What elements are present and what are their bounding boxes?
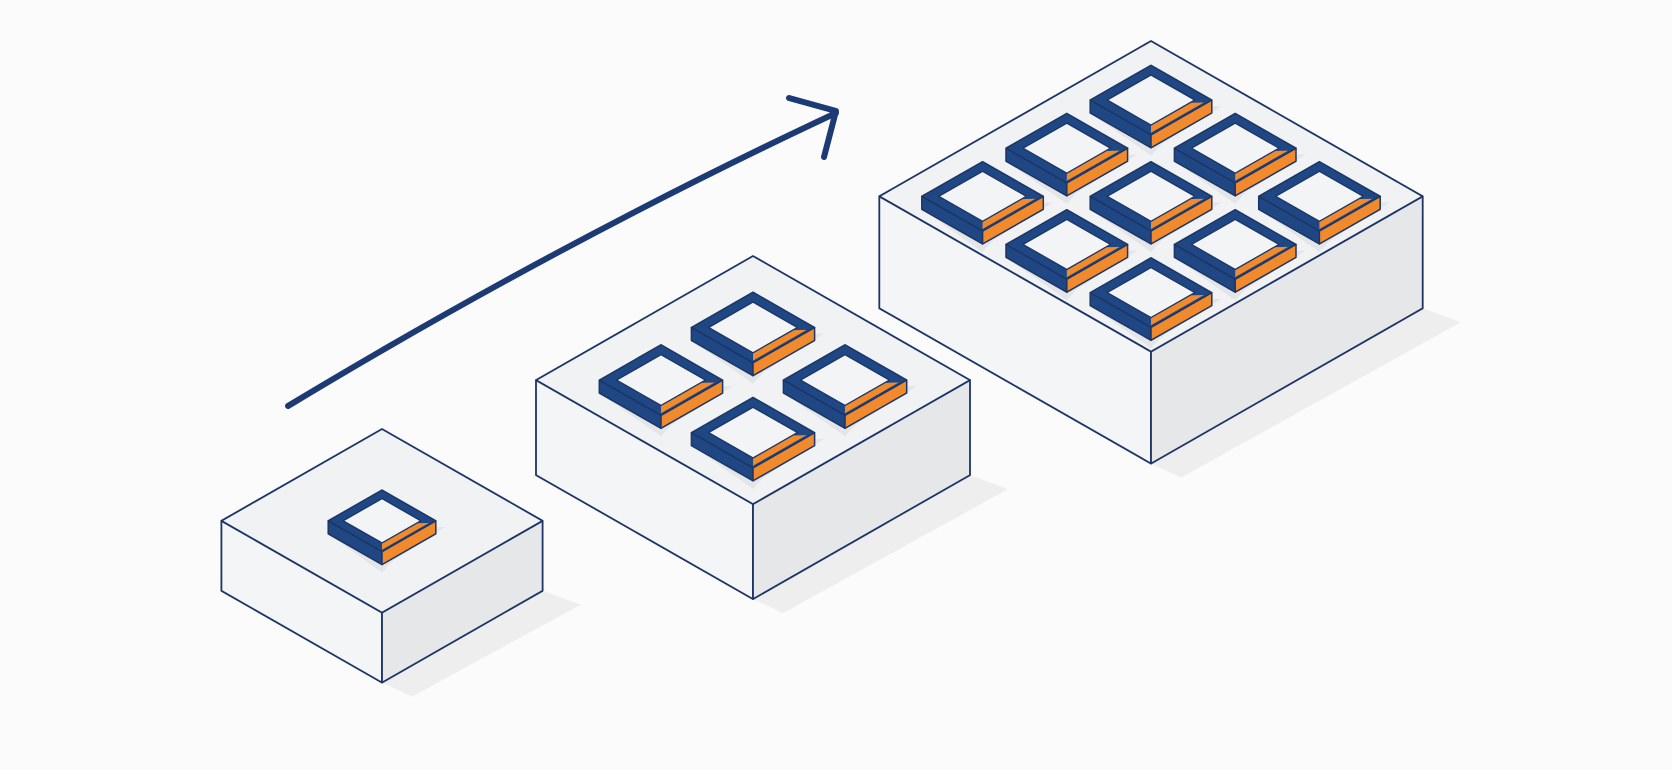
module-screen	[342, 497, 422, 544]
module-chip	[921, 160, 1054, 252]
module-chip	[1089, 257, 1222, 349]
module-chip	[690, 396, 825, 489]
module-chip	[1089, 160, 1222, 252]
module-accent	[661, 382, 715, 414]
module-screen	[1275, 170, 1364, 222]
module-chip	[1005, 208, 1138, 301]
large-block-shadow	[1151, 308, 1461, 478]
module-chip	[782, 344, 917, 437]
module-accent	[753, 435, 807, 466]
module-accent	[753, 329, 807, 361]
module-chip	[1005, 112, 1138, 204]
module-screen	[1022, 218, 1112, 271]
block-shadows	[382, 308, 1461, 697]
small-block-shadow	[382, 590, 581, 697]
module-chip	[327, 489, 446, 573]
module-accent	[1066, 150, 1120, 181]
module-accent	[1235, 150, 1289, 181]
module-screen	[1106, 170, 1196, 222]
module-chip	[1173, 112, 1306, 204]
module-chip	[1173, 208, 1306, 301]
module-accent	[1066, 246, 1120, 278]
trend-arrow-icon	[285, 95, 839, 409]
module-screen	[1190, 122, 1280, 174]
arrow-head	[786, 95, 839, 160]
module-screen	[707, 406, 799, 459]
module-accent	[982, 198, 1036, 229]
module-screen	[1022, 122, 1112, 174]
arrow-shaft	[285, 110, 839, 409]
module-accent	[1235, 246, 1289, 278]
module-screen	[1106, 266, 1196, 319]
module-accent	[845, 382, 899, 414]
module-screen	[799, 354, 891, 407]
module-accent	[1151, 295, 1204, 326]
medium-block	[535, 255, 971, 600]
large-block	[878, 40, 1424, 465]
module-accent	[1151, 102, 1204, 133]
module-screen	[615, 354, 707, 407]
module-chip	[1089, 64, 1222, 156]
blocks-group	[220, 40, 1424, 684]
module-accent	[382, 523, 429, 550]
module-screen	[938, 170, 1027, 222]
module-accent	[1319, 198, 1373, 229]
small-block	[220, 428, 544, 684]
module-chip	[1257, 160, 1391, 252]
medium-block-shadow	[753, 475, 1008, 614]
module-screen	[1106, 74, 1196, 126]
module-screen	[1190, 218, 1280, 271]
module-chip	[690, 291, 825, 384]
module-screen	[707, 301, 799, 354]
module-accent	[1151, 198, 1204, 229]
module-chip	[598, 344, 733, 437]
